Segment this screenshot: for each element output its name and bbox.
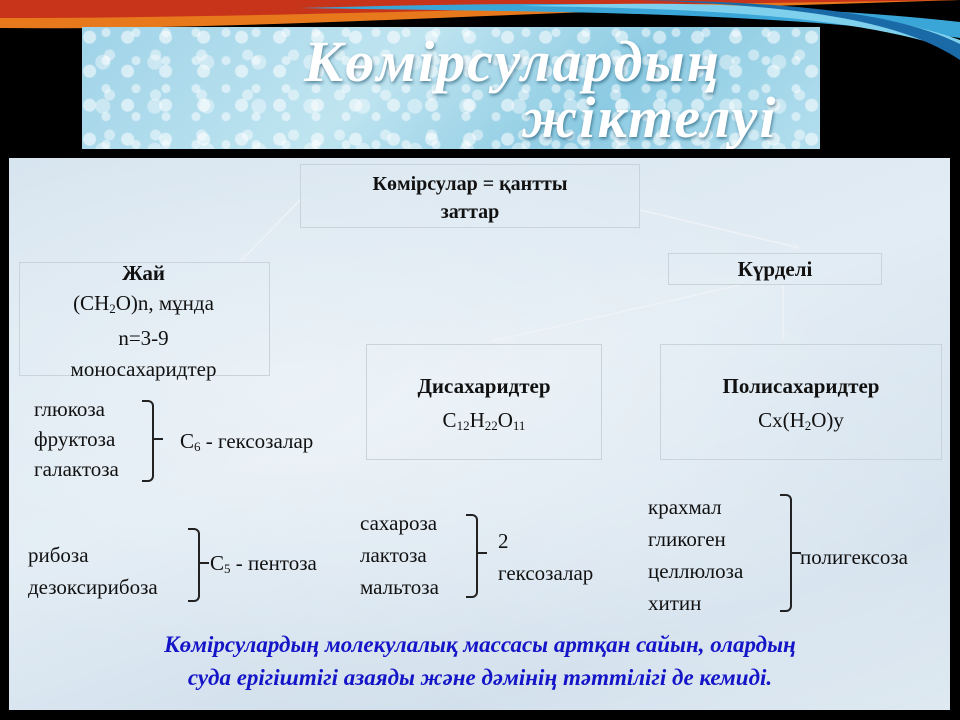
polysaccharides-heading: Полисахаридтер bbox=[722, 374, 880, 398]
simple-heading: Жай bbox=[122, 261, 165, 285]
polysaccharide-item: целлюлоза bbox=[648, 559, 744, 583]
di-f2: H bbox=[469, 408, 485, 432]
root-line-1: Көмірсулар = қантты bbox=[372, 173, 568, 195]
disaccharide-brace-tick bbox=[478, 552, 487, 554]
pentose-brace bbox=[188, 528, 200, 602]
di-f1: C bbox=[442, 408, 457, 432]
disaccharide-item: сахароза bbox=[360, 511, 438, 535]
root-box: Көмірсулар = қантты заттар bbox=[300, 164, 640, 228]
hexose-item: фруктоза bbox=[34, 427, 116, 451]
decorative-swoosh bbox=[0, 0, 960, 60]
poly-formula-sub: 2 bbox=[804, 418, 812, 433]
di-s3: 11 bbox=[512, 418, 526, 433]
hexose-brace-tick bbox=[154, 438, 163, 440]
disaccharides-heading: Дисахаридтер bbox=[417, 374, 551, 398]
pentose-label-pre: C bbox=[210, 551, 225, 575]
polysaccharides-formula: Cx(H2O)y bbox=[661, 407, 941, 435]
complex-heading: Күрделі bbox=[737, 257, 813, 281]
pentose-label-post: - пентоза bbox=[230, 551, 317, 575]
disaccharides-formula: C12H22O11 bbox=[367, 407, 601, 435]
polysaccharides-box: Полисахаридтер Cx(H2O)y bbox=[660, 344, 942, 460]
title-line-2: жіктелуі bbox=[522, 85, 778, 149]
pentose-item: рибоза bbox=[28, 543, 89, 567]
simple-box bbox=[19, 262, 270, 376]
disaccharide-item: мальтоза bbox=[360, 575, 439, 599]
polysaccharide-item: гликоген bbox=[648, 527, 726, 551]
hexose-item: галактоза bbox=[34, 457, 119, 481]
pentose-item: дезоксирибоза bbox=[28, 575, 158, 599]
hexose-item: глюкоза bbox=[34, 397, 105, 421]
pentose-label-sub: 5 bbox=[224, 561, 231, 576]
simple-group: моносахаридтер bbox=[70, 357, 217, 381]
title-line-1: Көмірсулардың bbox=[304, 29, 721, 94]
simple-formula: (CH2O)n, мұнда bbox=[19, 290, 268, 318]
hexose-brace bbox=[142, 400, 154, 482]
di-f3: O bbox=[497, 408, 513, 432]
hexose-label-post: - гексозалар bbox=[200, 429, 314, 453]
polysaccharide-item: крахмал bbox=[648, 495, 722, 519]
hexose-label: C6 - гексозалар bbox=[180, 428, 313, 456]
root-line-2: заттар bbox=[440, 201, 500, 223]
polysaccharide-item: хитин bbox=[648, 591, 702, 615]
pentose-brace-tick bbox=[200, 562, 209, 564]
footer-note: Көмірсулардың молекулалық массасы артқан… bbox=[30, 628, 930, 695]
di-s2: 22 bbox=[484, 418, 498, 433]
disaccharides-box: Дисахаридтер C12H22O11 bbox=[366, 344, 602, 460]
simple-formula-post: O)n, мұнда bbox=[115, 291, 214, 315]
hexose-label-sub: 6 bbox=[194, 439, 201, 454]
complex-box: Күрделі bbox=[668, 253, 882, 285]
polysaccharide-brace-tick bbox=[792, 552, 801, 554]
hexose-label-pre: C bbox=[180, 429, 195, 453]
poly-formula-pre: Cx(H bbox=[758, 408, 805, 432]
poly-formula-post: O)y bbox=[811, 408, 844, 432]
polysaccharide-label: полигексоза bbox=[800, 545, 908, 569]
di-s1: 12 bbox=[456, 418, 470, 433]
disaccharide-item: лактоза bbox=[360, 543, 427, 567]
disaccharide-label-2: гексозалар bbox=[498, 561, 594, 585]
simple-formula-pre: (CH bbox=[73, 291, 110, 315]
simple-range: n=3-9 bbox=[118, 326, 169, 350]
disaccharide-label-1: 2 bbox=[498, 529, 509, 553]
disaccharide-brace bbox=[466, 514, 478, 598]
polysaccharide-brace bbox=[780, 494, 792, 612]
pentose-label: C5 - пентоза bbox=[210, 550, 317, 578]
simple-formula-sub: 2 bbox=[109, 301, 116, 316]
footer-line-1: Көмірсулардың молекулалық массасы артқан… bbox=[164, 632, 796, 657]
title-banner: Көмірсулардың жіктелуі bbox=[82, 27, 820, 149]
footer-line-2: суда ерігіштігі азаяды және дәмінің тәтт… bbox=[187, 665, 773, 691]
